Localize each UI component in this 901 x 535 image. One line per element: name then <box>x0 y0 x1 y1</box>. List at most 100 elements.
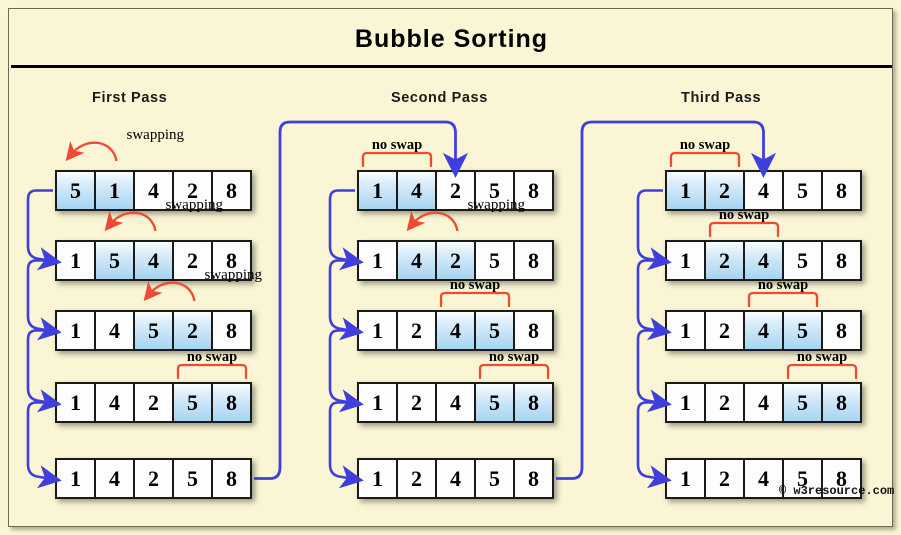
array-cell: 5 <box>782 458 823 499</box>
array-cell: 5 <box>474 240 515 281</box>
array-cell: 1 <box>357 458 398 499</box>
array-cell: 2 <box>704 240 745 281</box>
array-cell: 1 <box>665 170 706 211</box>
array-cell: 2 <box>133 382 174 423</box>
no-swap-label: no swap <box>718 207 770 223</box>
array-cell: 4 <box>743 170 784 211</box>
watermark: © w3resource.com <box>779 484 895 498</box>
array-cell: 4 <box>743 310 784 351</box>
swapping-label: swapping <box>165 197 224 213</box>
array-cell: 2 <box>133 458 174 499</box>
no-swap-label: no swap <box>449 277 501 293</box>
array-cell: 5 <box>94 240 135 281</box>
array-cell: 5 <box>474 310 515 351</box>
array-cell: 5 <box>172 458 213 499</box>
no-swap-label: no swap <box>796 349 848 365</box>
swapping-label: swapping <box>467 197 526 213</box>
array-cell: 4 <box>133 170 174 211</box>
array-cell: 5 <box>474 382 515 423</box>
array-cell: 8 <box>513 382 554 423</box>
array-cell: 5 <box>782 382 823 423</box>
array-cell: 2 <box>704 170 745 211</box>
array-cell: 8 <box>211 240 252 281</box>
array-cell: 5 <box>782 310 823 351</box>
array-cell: 2 <box>704 382 745 423</box>
array-cell: 4 <box>94 458 135 499</box>
no-swap-label: no swap <box>371 137 423 153</box>
array-cell: 8 <box>211 458 252 499</box>
array-cell: 5 <box>474 458 515 499</box>
no-swap-label: no swap <box>488 349 540 365</box>
array-cell: 4 <box>435 458 476 499</box>
array-cell: 1 <box>357 240 398 281</box>
array-cell: 1 <box>55 310 96 351</box>
no-swap-label: no swap <box>757 277 809 293</box>
array-cell: 8 <box>821 458 862 499</box>
array-cell: 1 <box>665 382 706 423</box>
array-cell: 8 <box>513 240 554 281</box>
title-divider <box>11 65 892 68</box>
array-cell: 4 <box>396 240 437 281</box>
array-cell: 1 <box>55 382 96 423</box>
array-cell: 1 <box>665 310 706 351</box>
array-cell: 8 <box>211 310 252 351</box>
array-cell: 2 <box>704 310 745 351</box>
array-cell: 4 <box>94 310 135 351</box>
array-cell: 1 <box>55 240 96 281</box>
array-cell: 8 <box>821 310 862 351</box>
array-cell: 2 <box>396 458 437 499</box>
swapping-label: swapping <box>126 127 185 143</box>
array-cell: 2 <box>172 170 213 211</box>
array-cell: 4 <box>396 170 437 211</box>
array-cell: 8 <box>211 170 252 211</box>
array-cell: 5 <box>133 310 174 351</box>
array-cell: 8 <box>513 170 554 211</box>
pass-header-first: First Pass <box>92 90 168 106</box>
array-cell: 2 <box>396 310 437 351</box>
array-cell: 2 <box>172 310 213 351</box>
array-cell: 8 <box>211 382 252 423</box>
array-cell: 4 <box>435 382 476 423</box>
array-cell: 4 <box>743 240 784 281</box>
array-cell: 1 <box>357 170 398 211</box>
array-cell: 1 <box>357 382 398 423</box>
array-cell: 5 <box>172 382 213 423</box>
array-cell: 8 <box>821 240 862 281</box>
no-swap-label: no swap <box>679 137 731 153</box>
array-cell: 4 <box>133 240 174 281</box>
array-cell: 2 <box>396 382 437 423</box>
no-swap-label: no swap <box>186 349 238 365</box>
array-cell: 1 <box>357 310 398 351</box>
array-cell: 1 <box>55 458 96 499</box>
array-cell: 4 <box>743 382 784 423</box>
pass-header-third: Third Pass <box>681 90 762 106</box>
array-cell: 2 <box>172 240 213 281</box>
array-cell: 5 <box>55 170 96 211</box>
array-cell: 8 <box>513 458 554 499</box>
array-cell: 2 <box>435 240 476 281</box>
array-cell: 5 <box>782 170 823 211</box>
swapping-label: swapping <box>204 267 263 283</box>
array-cell: 2 <box>704 458 745 499</box>
array-cell: 1 <box>665 458 706 499</box>
array-cell: 4 <box>743 458 784 499</box>
array-cell: 4 <box>94 382 135 423</box>
array-cell: 1 <box>94 170 135 211</box>
array-cell: 4 <box>435 310 476 351</box>
array-cell: 8 <box>821 170 862 211</box>
array-cell: 8 <box>513 310 554 351</box>
